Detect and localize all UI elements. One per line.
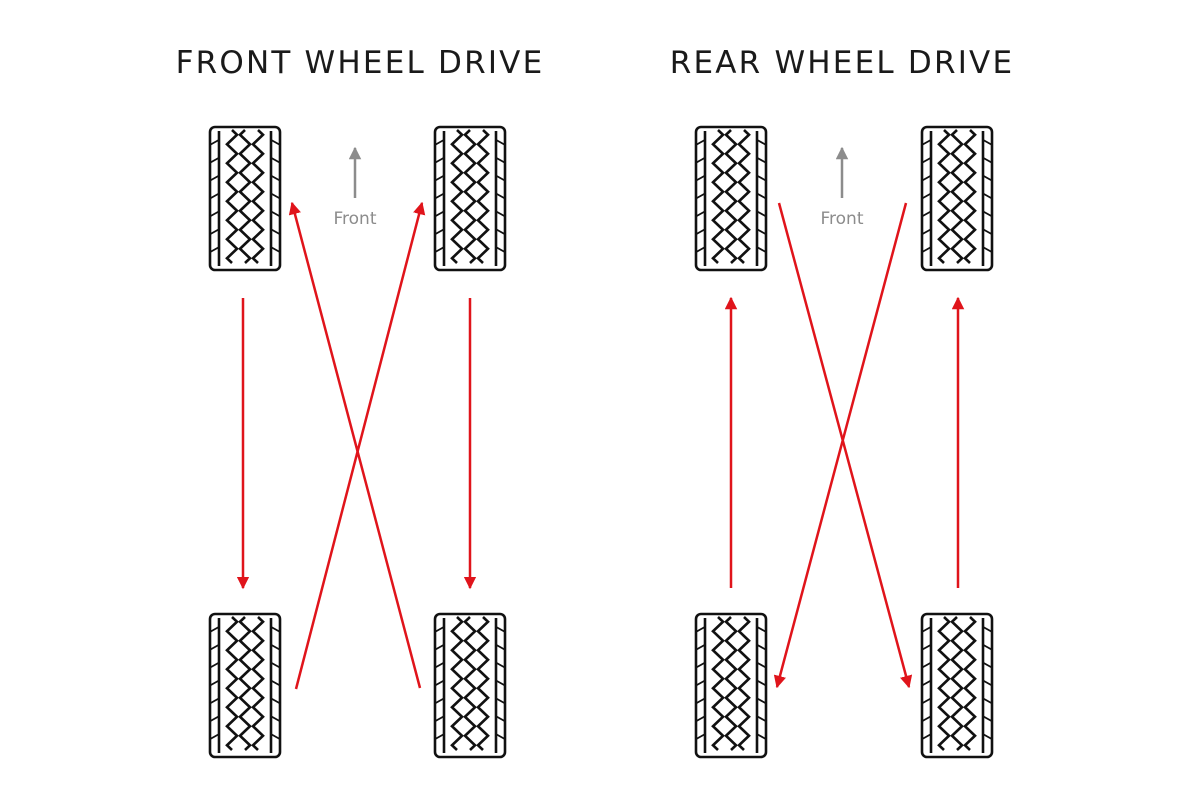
tire-tread-icon — [920, 612, 994, 759]
tire-rear-left — [208, 612, 282, 759]
tire-tread-icon — [920, 125, 994, 272]
tire-tread-icon — [694, 612, 768, 759]
rear-wheel-drive-title: REAR WHEEL DRIVE — [669, 45, 1015, 81]
rear-wheel-drive-diagram: Front — [694, 125, 994, 759]
front-direction-label: Front — [334, 209, 377, 229]
tire-front-right — [920, 125, 994, 272]
tire-rear-right — [920, 612, 994, 759]
tire-tread-icon — [433, 125, 507, 272]
tire-tread-icon — [694, 125, 768, 272]
tire-tread-icon — [208, 612, 282, 759]
tire-rear-right — [433, 612, 507, 759]
tire-front-left — [694, 125, 768, 272]
front-direction-label: Front — [821, 209, 864, 229]
tire-front-left — [208, 125, 282, 272]
tire-rear-left — [694, 612, 768, 759]
tire-tread-icon — [208, 125, 282, 272]
rotation-arrow-rear-left-to-front-right — [294, 201, 426, 690]
tire-tread-icon — [433, 612, 507, 759]
rotation-arrow-rear-right-to-front-left — [288, 201, 422, 689]
tire-front-right — [433, 125, 507, 272]
rotation-arrow-front-left-to-rear-right — [777, 202, 913, 689]
front-wheel-drive-diagram: Front — [208, 125, 507, 759]
rotation-arrow-front-right-to-rear-left — [773, 202, 908, 689]
front-wheel-drive-title: FRONT WHEEL DRIVE — [175, 45, 545, 81]
